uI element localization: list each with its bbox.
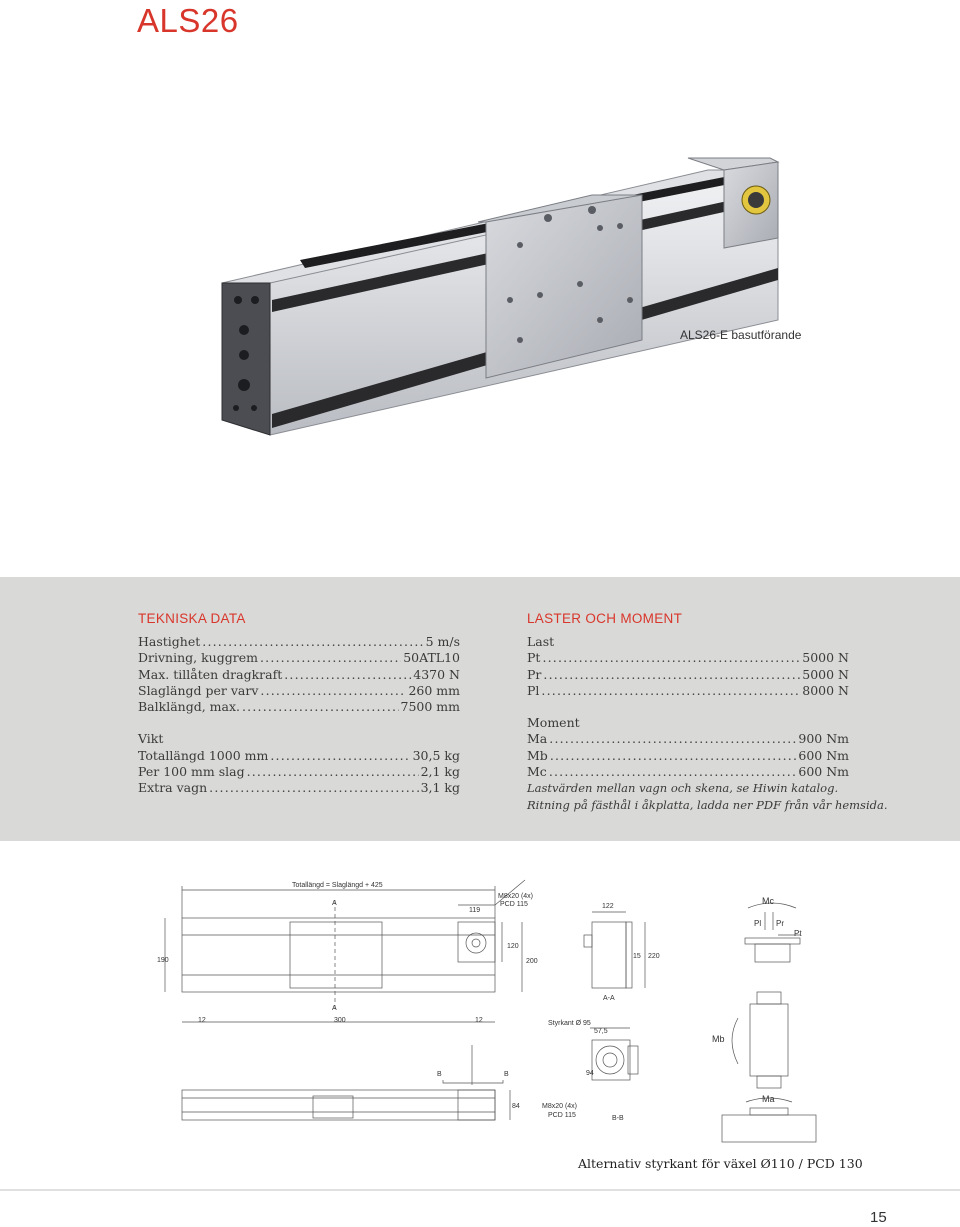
thread-note-4: PCD 115 bbox=[548, 1112, 576, 1119]
dim-190: 190 bbox=[157, 957, 169, 964]
tech-data-list: Hastighet5 m/s Drivning, kuggrem50ATL10 … bbox=[138, 634, 460, 797]
dim-119: 119 bbox=[469, 907, 480, 914]
weight-heading: Vikt bbox=[138, 731, 164, 747]
spec-label: Pr bbox=[527, 666, 542, 682]
spec-row: Pt 5000 N bbox=[527, 650, 849, 666]
spec-value: 8000 N bbox=[802, 682, 849, 698]
dim-94: 94 bbox=[586, 1070, 594, 1077]
spec-label: Balklängd, max. bbox=[138, 699, 240, 715]
spec-value: 600 Nm bbox=[798, 764, 849, 780]
spec-value: 5 m/s bbox=[425, 634, 460, 649]
dim-12b: 12 bbox=[475, 1017, 483, 1024]
dim-122: 122 bbox=[602, 903, 614, 910]
moment-heading: Moment bbox=[527, 715, 580, 731]
dim-120: 120 bbox=[507, 943, 519, 950]
spec-value: 260 mm bbox=[408, 682, 460, 698]
section-a-bottom: A bbox=[332, 1005, 337, 1012]
thread-note-2: PCD 115 bbox=[500, 901, 528, 908]
spec-row: Mc 600 Nm bbox=[527, 764, 849, 780]
section-b-right: B bbox=[504, 1071, 509, 1078]
footer-divider bbox=[0, 1189, 960, 1191]
dim-84: 84 bbox=[512, 1103, 520, 1110]
spec-value: 50ATL10 bbox=[403, 650, 460, 666]
last-heading: Last bbox=[527, 634, 555, 649]
section-bb-label: B-B bbox=[612, 1115, 624, 1122]
tech-data-heading: TEKNISKA DATA bbox=[138, 611, 246, 626]
spec-label: Hastighet bbox=[138, 634, 201, 649]
alt-drive-caption: Alternativ styrkant för växel Ø110 / PCD… bbox=[578, 1156, 863, 1171]
spec-row: Mb 600 Nm bbox=[527, 748, 849, 764]
spec-label: Drivning, kuggrem bbox=[138, 650, 258, 666]
label-ma: Ma bbox=[762, 1094, 775, 1104]
spec-row: Per 100 mm slag 2,1 kg bbox=[138, 764, 460, 780]
spec-label: Per 100 mm slag bbox=[138, 764, 245, 780]
spec-row: Hastighet 5 m/s bbox=[138, 634, 460, 650]
label-pl: Pl bbox=[754, 919, 761, 928]
spec-label: Mc bbox=[527, 764, 547, 780]
dim-220: 220 bbox=[648, 953, 660, 960]
load-note: Lastvärden mellan vagn och skena, se Hiw… bbox=[527, 781, 839, 796]
spec-value: 600 Nm bbox=[798, 747, 849, 763]
spec-value: 5000 N bbox=[802, 666, 849, 682]
product-render bbox=[221, 157, 780, 436]
dim-12: 12 bbox=[198, 1017, 206, 1024]
spec-row: Pr 5000 N bbox=[527, 667, 849, 683]
technical-drawings: Totallängd = Slaglängd + 425 119 120 200… bbox=[157, 879, 817, 1143]
section-a-top: A bbox=[332, 900, 337, 907]
spec-value: 5000 N bbox=[802, 650, 849, 666]
spec-row: Drivning, kuggrem 50ATL10 bbox=[138, 650, 460, 666]
dim-15: 15 bbox=[633, 953, 641, 960]
dim-57-5: 57,5 bbox=[594, 1028, 608, 1035]
spec-row: Pl 8000 N bbox=[527, 683, 849, 699]
spec-label: Extra vagn bbox=[138, 780, 208, 796]
dim-200: 200 bbox=[526, 958, 538, 965]
spec-label: Max. tillåten dragkraft bbox=[138, 666, 283, 682]
label-pt: Pt bbox=[794, 929, 802, 938]
thread-note-3: M8x20 (4x) bbox=[542, 1103, 577, 1110]
spec-label: Totallängd 1000 mm bbox=[138, 747, 269, 763]
spec-row: Totallängd 1000 mm 30,5 kg bbox=[138, 748, 460, 764]
spec-value: 3,1 kg bbox=[420, 780, 460, 796]
spec-label: Slaglängd per varv bbox=[138, 682, 259, 698]
drawing-note: Ritning på fästhål i åkplatta, ladda ner… bbox=[527, 797, 888, 812]
page-title: ALS26 bbox=[137, 2, 239, 39]
spec-label: Pt bbox=[527, 650, 541, 666]
spec-row: Ma 900 Nm bbox=[527, 731, 849, 747]
label-mc: Mc bbox=[762, 896, 774, 906]
loads-heading: LASTER OCH MOMENT bbox=[527, 611, 683, 626]
spec-value: 30,5 kg bbox=[412, 747, 460, 763]
spec-row: Max. tillåten dragkraft 4370 N bbox=[138, 667, 460, 683]
spec-panel bbox=[0, 577, 960, 841]
spec-value: 900 Nm bbox=[798, 731, 849, 747]
spec-value: 7500 mm bbox=[400, 699, 461, 715]
spec-value: 2,1 kg bbox=[420, 764, 460, 780]
section-aa-label: A-A bbox=[603, 995, 615, 1002]
hero-caption: ALS26-E basutförande bbox=[680, 328, 802, 342]
spec-label: Ma bbox=[527, 731, 548, 747]
loads-list: Last Pt 5000 N Pr 5000 N Pl 8000 N Moment M… bbox=[527, 634, 888, 813]
label-pr: Pr bbox=[776, 919, 784, 928]
page-number: 15 bbox=[870, 1209, 887, 1226]
dim-total-length: Totallängd = Slaglängd + 425 bbox=[292, 882, 383, 889]
spec-label: Pl bbox=[527, 682, 540, 698]
thread-note-1: M8x20 (4x) bbox=[498, 893, 533, 900]
spec-value: 4370 N bbox=[413, 666, 460, 682]
section-b-left: B bbox=[437, 1071, 442, 1078]
dim-300: 300 bbox=[334, 1017, 346, 1024]
spec-row: Extra vagn 3,1 kg bbox=[138, 780, 460, 796]
label-mb: Mb bbox=[712, 1034, 725, 1044]
styrkant-note: Styrkant Ø 95 bbox=[548, 1020, 591, 1027]
spec-row: Balklängd, max. 7500 mm bbox=[138, 699, 460, 715]
spec-row: Slaglängd per varv 260 mm bbox=[138, 683, 460, 699]
spec-label: Mb bbox=[527, 747, 548, 763]
